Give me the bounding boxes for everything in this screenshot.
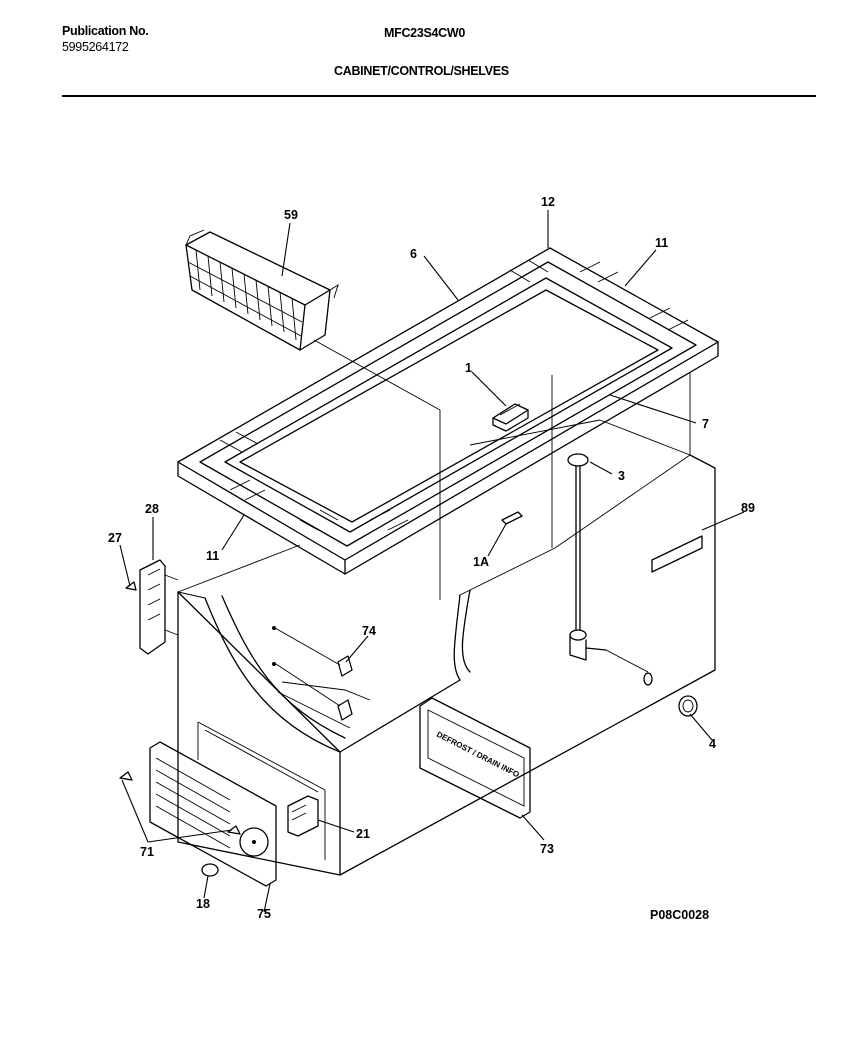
callout-1a: 1A [473,555,489,569]
leveling-foot [201,863,219,877]
callout-27: 27 [108,531,122,545]
hinge-screw [125,581,137,591]
callout-71: 71 [140,845,154,859]
publication-number: 5995264172 [62,40,129,54]
callout-28: 28 [145,502,159,516]
header-divider [62,95,816,97]
drain-cap [678,695,698,717]
wire-basket [185,229,339,351]
callout-74: 74 [362,624,376,638]
grille-screws [119,771,241,835]
temperature-control [492,403,529,432]
lid-hinge [139,559,179,655]
clips [272,626,353,721]
model-number: MFC23S4CW0 [384,26,466,40]
callout-59: 59 [284,208,298,222]
serial-label [651,535,703,573]
callout-6: 6 [410,247,417,261]
callout-73: 73 [540,842,554,856]
callout-18: 18 [196,897,210,911]
callout-7: 7 [702,417,709,431]
control-knob [501,511,523,525]
callout-75: 75 [257,907,271,921]
lid-gasket-frame [177,247,719,575]
callout-labels: 59 6 12 11 1 7 3 89 28 27 11 1A 74 4 73 … [108,195,755,921]
drain-tube [567,453,653,686]
relay-block [287,795,319,837]
front-grille [149,741,277,887]
freezer-cabinet [177,372,716,876]
callout-11-right: 11 [655,236,668,250]
callout-3: 3 [618,469,625,483]
section-title: CABINET/CONTROL/SHELVES [334,64,509,78]
publication-label: Publication No. [62,24,149,38]
callout-89: 89 [741,501,755,515]
callout-4: 4 [709,737,716,751]
callout-21: 21 [356,827,370,841]
callout-11-left: 11 [206,549,219,563]
leader-lines [119,210,745,913]
diagram-code: P08C0028 [650,908,709,922]
drain-info-plate: DEFROST / DRAIN INFO [419,697,531,819]
callout-12: 12 [541,195,555,209]
compressor-compartment [197,721,326,860]
callout-1: 1 [465,361,472,375]
